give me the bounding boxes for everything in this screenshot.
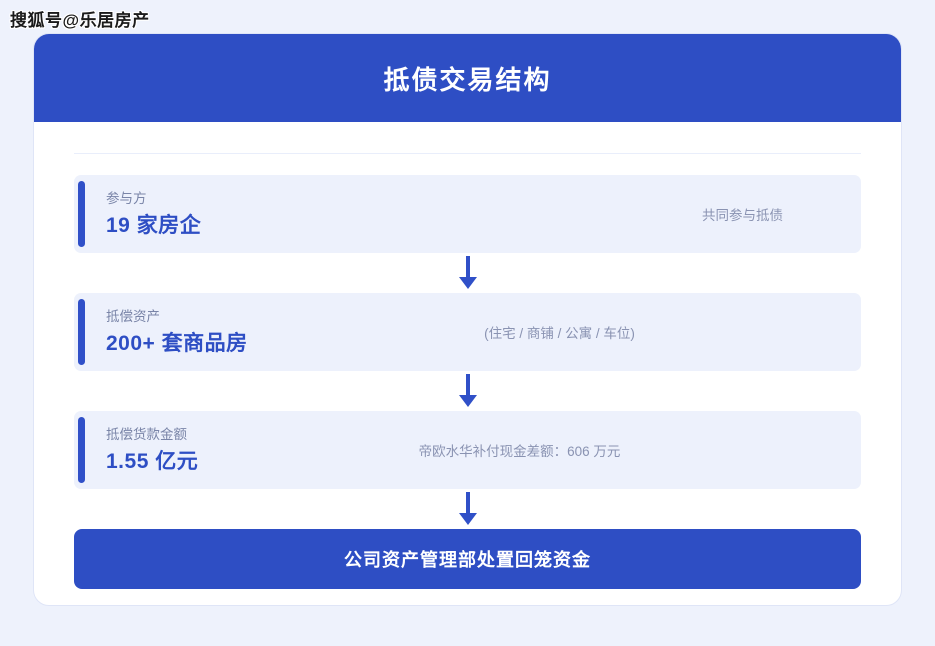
flow-step-value: 19 家房企 <box>106 213 202 237</box>
page-title: 抵债交易结构 <box>383 64 552 95</box>
watermark: 搜狐号@乐居房产 <box>10 11 150 30</box>
flow-step-main: 抵偿资产 200+ 套商品房 <box>106 307 406 357</box>
flow-step-label: 抵偿资产 <box>106 309 160 325</box>
arrow-down-icon <box>74 371 861 411</box>
flow-step-participants: 参与方 19 家房企 共同参与抵债 <box>74 175 861 253</box>
flow-step-note: (住宅 / 商铺 / 公寓 / 车位) <box>484 326 635 341</box>
arrow-down-icon <box>74 489 861 529</box>
flow-step-assets: 抵偿资产 200+ 套商品房 (住宅 / 商铺 / 公寓 / 车位) <box>74 293 861 371</box>
accent-bar <box>78 181 85 247</box>
infographic-card: 抵债交易结构 参与方 19 家房企 共同参与抵债 抵偿资产 200+ 套商品房 <box>33 33 902 606</box>
accent-bar <box>78 417 85 483</box>
flow-step-label: 参与方 <box>106 191 147 207</box>
accent-bar <box>78 299 85 365</box>
flow-outcome-label: 公司资产管理部处置回笼资金 <box>344 550 591 570</box>
flow-step-note: 共同参与抵债 <box>702 208 783 223</box>
flow-step-main: 参与方 19 家房企 <box>106 189 406 239</box>
card-body: 参与方 19 家房企 共同参与抵债 抵偿资产 200+ 套商品房 (住宅 / 商… <box>34 153 901 589</box>
flow-step-amount: 抵偿货款金额 1.55 亿元 帝欧水华补付现金差额：606 万元 <box>74 411 861 489</box>
flow-step-note: 帝欧水华补付现金差额：606 万元 <box>418 444 621 459</box>
flow-step-value: 200+ 套商品房 <box>106 331 248 355</box>
flow-step-label: 抵偿货款金额 <box>106 427 187 443</box>
header-divider <box>74 153 861 154</box>
flow-step-value: 1.55 亿元 <box>106 449 199 473</box>
flow-outcome-bar: 公司资产管理部处置回笼资金 <box>74 529 861 589</box>
flow-step-main: 抵偿货款金额 1.55 亿元 <box>106 425 406 475</box>
card-header: 抵债交易结构 <box>34 34 901 122</box>
arrow-down-icon <box>74 253 861 293</box>
